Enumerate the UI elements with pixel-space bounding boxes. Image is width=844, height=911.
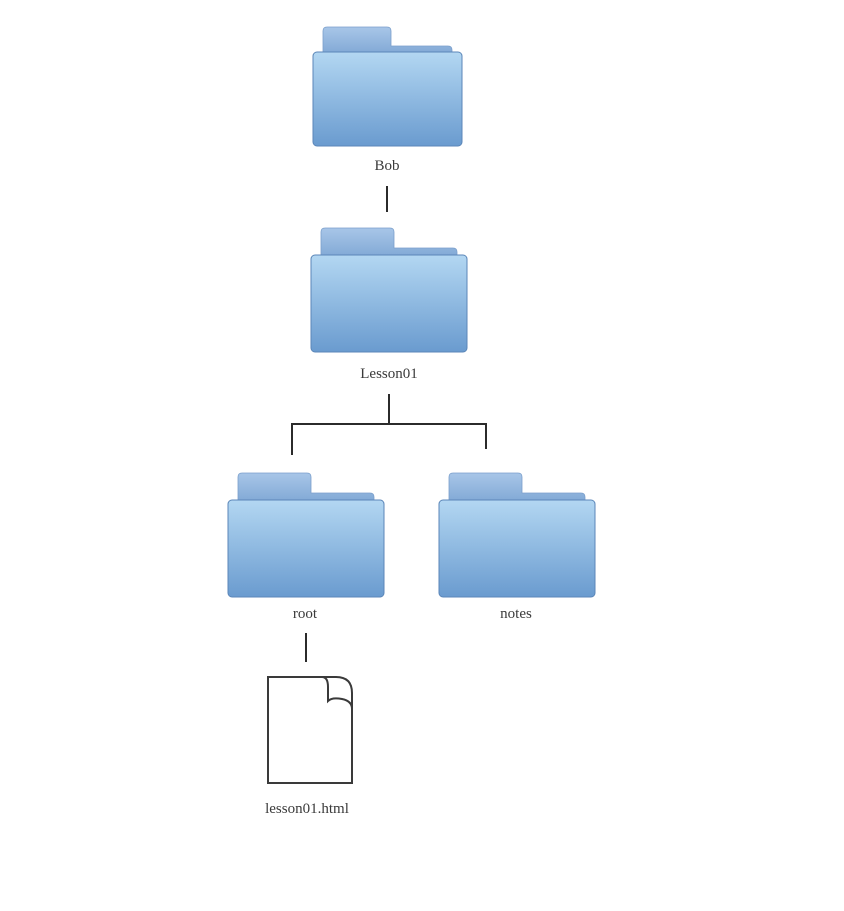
folder-label-root: root — [292, 606, 318, 622]
folder-icon — [310, 227, 468, 353]
folder-icon — [438, 472, 596, 598]
folder-bob[interactable] — [312, 26, 463, 148]
document-icon — [267, 676, 353, 784]
folder-notes[interactable] — [438, 472, 596, 599]
file-label-lesson01-html: lesson01.html — [265, 801, 349, 817]
folder-lesson01[interactable] — [310, 227, 468, 354]
folder-label-lesson01: Lesson01 — [360, 366, 418, 382]
folder-icon — [227, 472, 385, 598]
folder-root[interactable] — [227, 472, 385, 599]
folder-label-bob: Bob — [374, 158, 400, 174]
folder-label-notes: notes — [500, 606, 532, 622]
folder-icon — [312, 26, 463, 147]
file-lesson01-html[interactable] — [266, 675, 354, 787]
